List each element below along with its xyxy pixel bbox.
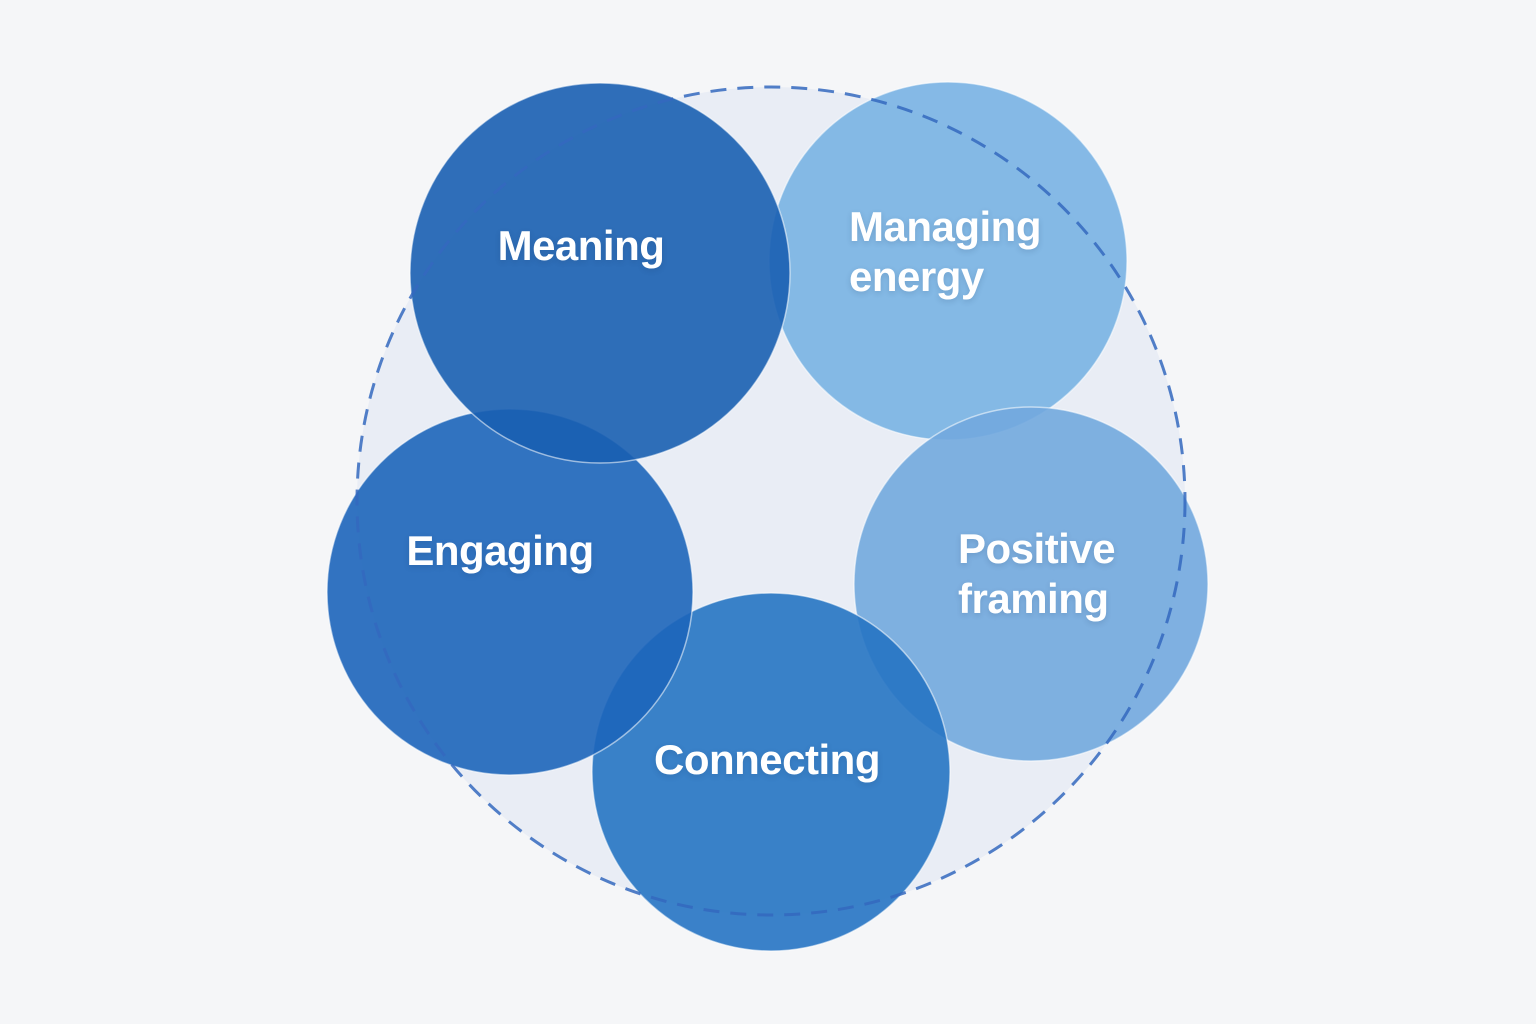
label-engaging: Engaging <box>406 527 594 575</box>
label-positive-framing: Positive framing <box>958 525 1116 622</box>
circle-positive-framing <box>853 406 1209 762</box>
circle-engaging <box>326 408 694 776</box>
label-managing-energy: Managing energy <box>849 203 1042 300</box>
circle-meaning <box>409 82 791 464</box>
outer-dashed-ring <box>355 85 1187 917</box>
label-connecting: Connecting <box>654 736 880 784</box>
circle-connecting <box>591 592 951 952</box>
label-meaning: Meaning <box>497 222 665 270</box>
